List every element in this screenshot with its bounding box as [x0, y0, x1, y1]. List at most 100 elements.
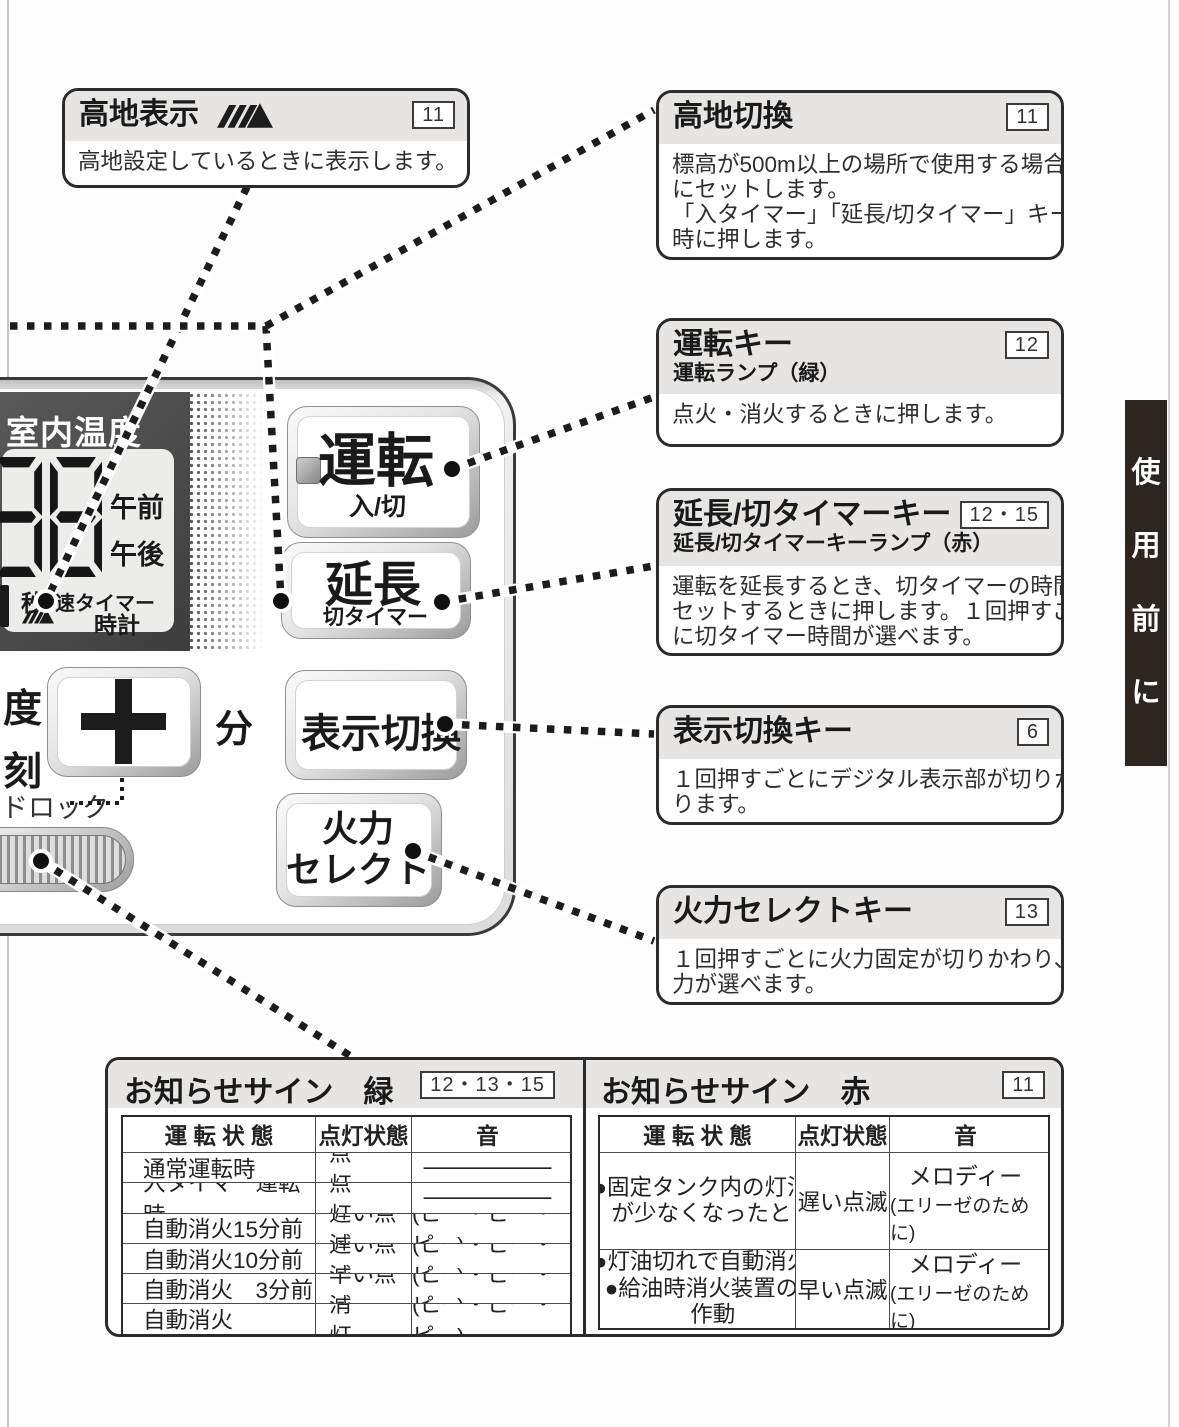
lcd-am-label: 午前: [110, 493, 164, 523]
dial-wheel: [0, 827, 134, 892]
lcd-halftone-shading: [188, 392, 264, 651]
callout-text: １回押すごとにデジタル表示部が切りかわ: [672, 767, 1064, 792]
notice-red-header: お知らせサイン 赤 11: [585, 1060, 1061, 1109]
child-lock-label-fragment: ドロック: [1, 793, 109, 823]
callout-text: にセットします。: [672, 177, 850, 202]
lcd-clock-label: 時計: [94, 612, 140, 638]
cell-state: 自動消火15分前: [123, 1213, 316, 1243]
cell-state: 入タイマー運転時: [123, 1183, 316, 1213]
page-ref-badge: 13: [1004, 898, 1049, 926]
cell-state: 自動消火10分前: [123, 1243, 316, 1274]
header-lamp: 点灯状態: [316, 1117, 412, 1152]
callout-text: 標高が500m以上の場所で使用する場合: [672, 152, 1064, 177]
header-state: 運 転 状 態: [600, 1117, 796, 1152]
cell-sound: ────────: [423, 1184, 552, 1210]
seven-segment-digit: [50, 457, 102, 577]
cell-state-line: ●給油時消火装置の: [604, 1275, 796, 1301]
display-switch-button-label: 表示切換: [301, 712, 461, 756]
callout-text: 力が選べます。: [672, 972, 828, 997]
cell-sound: (ピー・ピー・ピー): [412, 1274, 555, 1303]
cell-state-line: が少なくなったとき: [611, 1201, 796, 1226]
cell-state: ●固定タンク内の灯油 が少なくなったとき: [600, 1153, 796, 1249]
table-header-row: 運 転 状 態 点灯状態 音: [123, 1117, 570, 1153]
table-row: 入タイマー運転時 点 灯 ────────: [123, 1183, 570, 1214]
cell-state: 通常運転時: [123, 1153, 316, 1183]
callout-text: に切タイマー時間が選べます。: [672, 624, 985, 649]
notice-sign-section: お知らせサイン 緑 12・13・15 お知らせサイン 赤 11 運 転 状 態 …: [105, 1057, 1064, 1337]
cell-sound: (ピー・ピー・ピー): [412, 1304, 555, 1333]
cell-lamp: 早い点滅: [316, 1274, 412, 1304]
table-row: 自動消火15分前 遅い点滅 (ピー・ピー・ピー): [123, 1213, 570, 1244]
lcd-highland-mountain-icon: [22, 609, 54, 624]
callout-title: 高地切換: [673, 100, 793, 133]
temp-label-fragment: 度: [3, 688, 43, 731]
callout-extend-key: 延長/切タイマーキー 延長/切タイマーキーランプ（赤） 12・15 運転を延長す…: [656, 488, 1064, 656]
callout-body: 標高が500m以上の場所で使用する場合 にセットします。 「入タイマー」「延長/…: [659, 144, 1064, 257]
header-sound: 音: [476, 1123, 499, 1149]
callout-subtitle: 運転ランプ（緑）: [673, 362, 841, 385]
notice-green-header: お知らせサイン 緑 12・13・15: [108, 1060, 583, 1109]
cell-lamp: 遅い点滅: [316, 1213, 412, 1243]
seven-segment-digit: [0, 457, 42, 577]
cell-sound-line: メロディー: [908, 1251, 1023, 1277]
page-ref-badge: 11: [412, 101, 455, 129]
callout-text: 「入タイマー」「延長/切タイマー」キーを同: [672, 202, 1061, 227]
power-button-label: 運転: [318, 429, 435, 494]
callout-header: 高地切換 11: [659, 93, 1061, 144]
cell-sound: (ピー・ピー・ピー): [412, 1213, 555, 1243]
callout-text: １回押すごとに火力固定が切りかわり、火: [672, 947, 1064, 972]
callout-display-key: 表示切換キー 6 １回押すごとにデジタル表示部が切りかわ ります。: [656, 705, 1064, 825]
page-ref-badge: 12・15: [959, 501, 1049, 529]
header-sound: 音: [954, 1123, 977, 1149]
dial-ribs: [0, 835, 126, 884]
callout-body: 高地設定しているときに表示します。: [65, 141, 467, 183]
extend-button-label: 延長: [325, 559, 422, 612]
minute-label: 分: [215, 709, 254, 751]
callout-text: 高地設定しているときに表示します。: [78, 149, 458, 174]
notice-green-title: お知らせサイン 緑: [124, 1076, 394, 1109]
callout-header: 火力セレクトキー 13: [659, 888, 1061, 939]
cell-sound: メロディー (エリーゼのために): [890, 1250, 1041, 1328]
cell-state: 自動消火: [123, 1304, 316, 1334]
table-row: ●固定タンク内の灯油 が少なくなったとき 遅い点滅 メロディー (エリーゼのため…: [600, 1153, 1048, 1250]
table-row: 自動消火 3分前 早い点滅 (ピー・ピー・ピー): [123, 1274, 570, 1305]
callout-title: 運転キー: [673, 328, 793, 361]
callout-power-key: 運転キー 運転ランプ（緑） 12 点火・消火するときに押します。: [656, 318, 1064, 447]
tab-char: に: [1131, 677, 1161, 710]
tab-char: 使: [1131, 456, 1161, 489]
cell-state: 自動消火 3分前: [123, 1274, 316, 1304]
callout-heat-key: 火力セレクトキー 13 １回押すごとに火力固定が切りかわり、火 力が選べます。: [656, 885, 1064, 1005]
page-edge-right: [1168, 0, 1170, 1427]
power-button-sublabel: 入/切: [349, 493, 406, 521]
cell-sound: ────────: [423, 1154, 552, 1180]
callout-header: 延長/切タイマーキー 延長/切タイマーキーランプ（赤） 12・15: [659, 491, 1061, 566]
cell-lamp: 点 灯: [316, 1153, 412, 1183]
cell-lamp: 遅い点滅: [796, 1153, 890, 1249]
cell-sound-line: (エリーゼのために): [890, 1284, 1030, 1328]
header-lamp: 点灯状態: [796, 1117, 890, 1152]
callout-highland-switch: 高地切換 11 標高が500m以上の場所で使用する場合 にセットします。 「入タ…: [656, 90, 1064, 260]
cell-lamp: 点 灯: [316, 1183, 412, 1213]
callout-body: 運転を延長するとき、切タイマーの時間を セットするときに押します。１回押すごと …: [659, 566, 1061, 653]
cell-sound-line: (エリーゼのために): [890, 1196, 1030, 1244]
table-row: 通常運転時 点 灯 ────────: [123, 1153, 570, 1184]
table-header-row: 運 転 状 態 点灯状態 音: [600, 1117, 1048, 1153]
notice-divider: [583, 1060, 586, 1334]
table-row: ●灯油切れで自動消火 ●給油時消火装置の 作動 早い点滅 メロディー (エリーゼ…: [600, 1250, 1048, 1328]
callout-header: 表示切換キー 6: [659, 708, 1061, 759]
page-ref-badge: 12: [1004, 331, 1049, 359]
power-lamp: [296, 457, 321, 484]
callout-body: １回押すごとに火力固定が切りかわり、火 力が選べます。: [659, 939, 1064, 1002]
callout-highland-display: 高地表示 11 高地設定しているときに表示します。: [62, 88, 470, 188]
tab-char: 用: [1131, 530, 1161, 563]
notice-red-title: お知らせサイン 赤: [601, 1076, 871, 1109]
extend-button-sublabel: 切タイマー: [323, 606, 428, 629]
callout-title: 高地表示: [79, 98, 199, 131]
cell-state: ●灯油切れで自動消火 ●給油時消火装置の 作動: [600, 1250, 796, 1328]
tab-char: 前: [1131, 603, 1161, 636]
time-label-fragment: 刻: [3, 751, 43, 794]
callout-body: 点火・消火するときに押します。: [659, 394, 1061, 436]
cell-lamp: 消 灯: [316, 1304, 412, 1334]
cell-state-line: 作動: [667, 1302, 736, 1328]
